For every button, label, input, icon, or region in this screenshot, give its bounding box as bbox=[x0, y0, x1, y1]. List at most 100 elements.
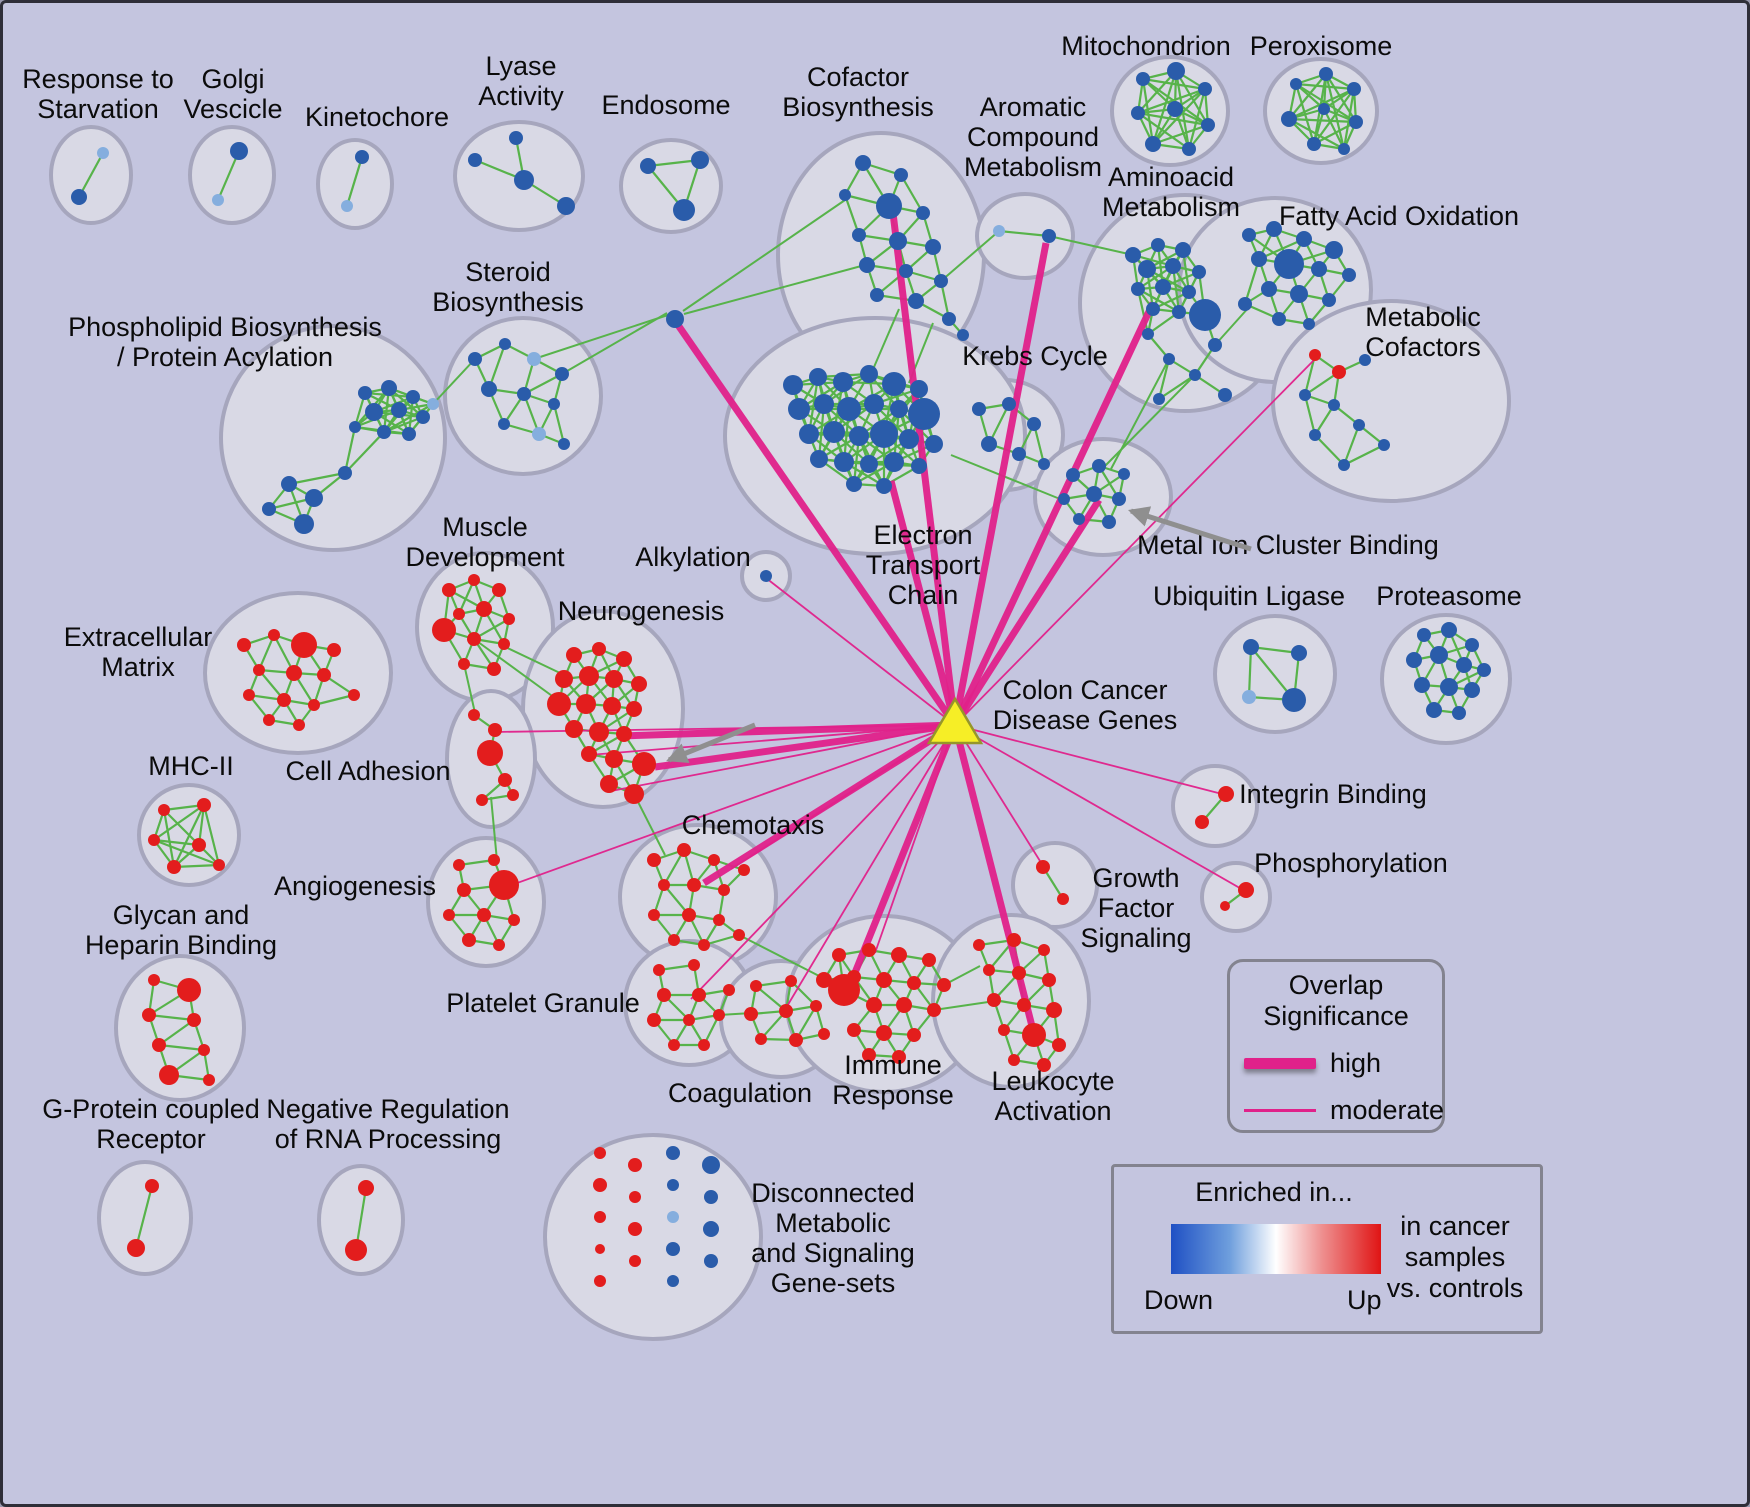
node-fatty-acid-oxidation-3 bbox=[1325, 241, 1343, 259]
enrichment-note: in cancer samples vs. controls bbox=[1380, 1211, 1530, 1304]
node-leukocyte-activation-13 bbox=[1037, 1058, 1051, 1072]
hub-edge-high-10 bbox=[620, 721, 956, 740]
node-proteasome-3 bbox=[1406, 652, 1422, 668]
inter-cluster-edge-13 bbox=[498, 643, 561, 674]
node-leukocyte-activation-12 bbox=[1008, 1054, 1020, 1066]
node-electron-transport-chain-8 bbox=[837, 397, 861, 421]
node-phospholipid-protein-acylation-9 bbox=[427, 398, 439, 410]
node-coagulation-7 bbox=[818, 1028, 830, 1040]
node-fatty-acid-oxidation-9 bbox=[1290, 285, 1308, 303]
edge-glycan-heparin-binding bbox=[158, 1019, 195, 1046]
node-aromatic-compound-metabolism-1 bbox=[1042, 229, 1056, 243]
overlap-significance-legend: Overlap Significance high moderate bbox=[1227, 959, 1445, 1133]
node-krebs-cycle-4 bbox=[1012, 447, 1026, 461]
node-neurogenesis-18 bbox=[624, 784, 644, 804]
node-chemotaxis-1 bbox=[677, 843, 691, 857]
label-metal-ion-cluster-binding: Metal Ion Cluster Binding bbox=[1137, 530, 1439, 560]
node-fatty-acid-oxidation-0 bbox=[1242, 228, 1256, 242]
node-leukocyte-activation-1 bbox=[1007, 933, 1021, 947]
node-immune-response-4 bbox=[816, 972, 832, 988]
node-electron-transport-chain-9 bbox=[864, 394, 884, 414]
node-neurogenesis-15 bbox=[605, 750, 623, 768]
node-proteasome-0 bbox=[1417, 628, 1431, 642]
node-metabolic-cofactors-2 bbox=[1359, 354, 1371, 366]
inter-cluster-edge-3 bbox=[682, 197, 849, 312]
node-electron-transport-chain-2 bbox=[833, 372, 853, 392]
edge-steroid-biosynthesis bbox=[552, 403, 566, 445]
node-phospholipid-protein-acylation-5 bbox=[416, 410, 430, 424]
node-disconnected-gene-sets-11 bbox=[667, 1211, 679, 1223]
node-immune-response-6 bbox=[876, 972, 892, 988]
node-mitochondrion-1 bbox=[1167, 62, 1185, 80]
node-extracellular-matrix-5 bbox=[286, 665, 302, 681]
node-chemotaxis-3 bbox=[738, 864, 750, 876]
node-cofactor-biosynthesis-9 bbox=[899, 264, 913, 278]
node-electron-transport-chain-16 bbox=[899, 429, 919, 449]
node-muscle-development-3 bbox=[453, 608, 465, 620]
node-chemotaxis-11 bbox=[698, 939, 710, 951]
node-cell-adhesion-1 bbox=[488, 723, 502, 737]
node-phospholipid-protein-acylation-4 bbox=[391, 402, 407, 418]
node-angiogenesis-0 bbox=[453, 859, 465, 871]
node-mitochondrion-4 bbox=[1167, 101, 1183, 117]
node-neurogenesis-0 bbox=[566, 647, 582, 663]
node-mhc-ii-2 bbox=[148, 834, 160, 846]
node-peroxisome-1 bbox=[1319, 67, 1333, 81]
node-krebs-cycle-5 bbox=[1038, 458, 1050, 470]
node-phospholipid-protein-acylation-2 bbox=[406, 390, 420, 404]
node-extracellular-matrix-6 bbox=[317, 668, 331, 682]
moderate-significance-label: moderate bbox=[1330, 1095, 1445, 1125]
nodes-layer bbox=[71, 62, 1491, 1287]
node-immune-response-1 bbox=[862, 943, 876, 957]
node-krebs-cycle-3 bbox=[981, 436, 997, 452]
node-platelet-granule-4 bbox=[723, 984, 735, 996]
node-extracellular-matrix-9 bbox=[308, 699, 320, 711]
node-extracellular-matrix-2 bbox=[291, 632, 317, 658]
node-immune-response-7 bbox=[907, 976, 921, 990]
node-platelet-granule-1 bbox=[688, 959, 700, 971]
hub-edge-mod-14 bbox=[954, 724, 1046, 870]
node-muscle-development-6 bbox=[432, 618, 456, 642]
node-lyase-activity-1 bbox=[509, 131, 523, 145]
node-integrin-binding-1 bbox=[1218, 786, 1234, 802]
node-angiogenesis-5 bbox=[477, 908, 491, 922]
pointer-arrow-0 bbox=[1127, 506, 1252, 552]
node-leukocyte-activation-3 bbox=[983, 964, 995, 976]
node-aminoacid-metabolism-7 bbox=[1155, 279, 1171, 295]
hub-edge-high-3 bbox=[951, 301, 1157, 727]
node-alkylation-0 bbox=[760, 570, 772, 582]
node-chemotaxis-12 bbox=[733, 929, 745, 941]
node-electron-transport-chain-19 bbox=[834, 452, 854, 472]
node-cell-adhesion-3 bbox=[498, 773, 512, 787]
label-mhc-ii: MHC-II bbox=[148, 751, 233, 781]
node-glycan-heparin-binding-2 bbox=[142, 1008, 156, 1022]
node-golgi-vescicle-0 bbox=[230, 142, 248, 160]
node-extracellular-matrix-11 bbox=[293, 719, 305, 731]
node-coagulation-0 bbox=[750, 980, 762, 992]
node-platelet-granule-0 bbox=[653, 964, 665, 976]
node-lyase-activity-0 bbox=[468, 153, 482, 167]
node-junction-0 bbox=[666, 310, 684, 328]
node-muscle-development-10 bbox=[487, 662, 501, 676]
node-electron-transport-chain-14 bbox=[849, 426, 869, 446]
node-immune-response-0 bbox=[832, 948, 846, 962]
node-proteasome-2 bbox=[1465, 638, 1479, 652]
note-line-1: in cancer bbox=[1400, 1211, 1510, 1241]
inter-cluster-edge-18 bbox=[738, 934, 826, 980]
node-ubiquitin-ligase-3 bbox=[1282, 688, 1306, 712]
node-chemotaxis-10 bbox=[668, 934, 680, 946]
edge-phospholipid-protein-acylation bbox=[344, 431, 385, 474]
node-fatty-acid-oxidation-8 bbox=[1261, 281, 1277, 297]
node-leukocyte-activation-9 bbox=[998, 1024, 1010, 1036]
node-neurogenesis-7 bbox=[547, 692, 571, 716]
node-aminoacid-metabolism-10 bbox=[1172, 305, 1186, 319]
node-mitochondrion-7 bbox=[1182, 142, 1196, 156]
edge-mhc-ii bbox=[173, 863, 220, 869]
node-steroid-biosynthesis-2 bbox=[527, 352, 541, 366]
node-proteasome-7 bbox=[1414, 677, 1430, 693]
